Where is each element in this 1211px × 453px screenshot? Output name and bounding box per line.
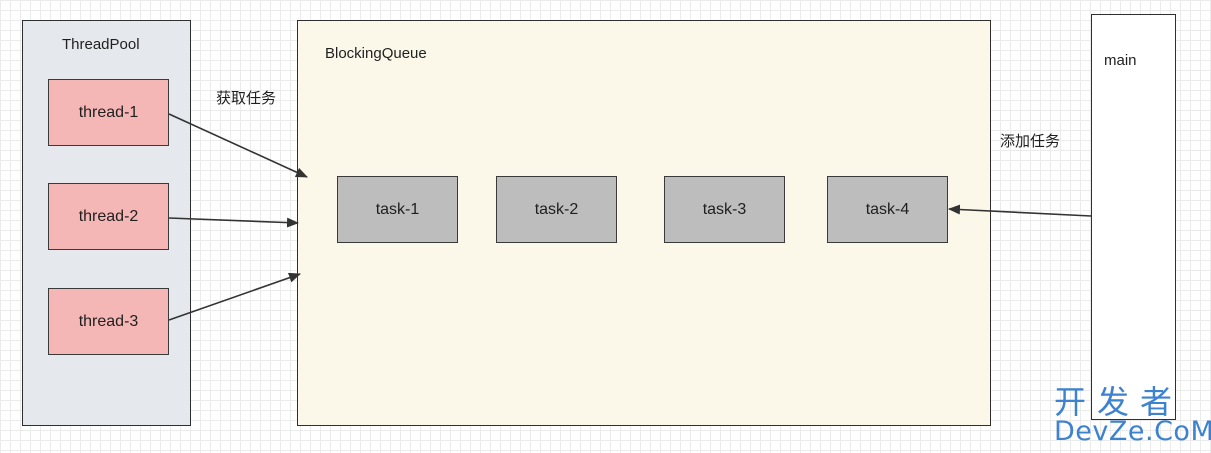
watermark-cn-text: 开发者 (1054, 383, 1184, 421)
task-3-label: task-3 (702, 200, 747, 218)
task-2-box: task-2 (496, 176, 617, 243)
main-box (1091, 14, 1176, 420)
thread-3-box: thread-3 (48, 288, 169, 355)
thread-pool-title: ThreadPool (62, 36, 140, 53)
blocking-queue-title: BlockingQueue (325, 45, 427, 62)
task-1-label: task-1 (375, 200, 420, 218)
task-4-box: task-4 (827, 176, 948, 243)
fetch-task-label: 获取任务 (216, 90, 277, 107)
site-watermark: 开发者 DevZe.CoM (1052, 383, 1211, 447)
task-1-box: task-1 (337, 176, 458, 243)
task-4-label: task-4 (865, 200, 910, 218)
add-task-label: 添加任务 (1000, 133, 1061, 150)
thread-2-label: thread-2 (78, 207, 139, 225)
watermark-en-text: DevZe.CoM (1054, 416, 1211, 447)
thread-2-box: thread-2 (48, 183, 169, 250)
task-3-box: task-3 (664, 176, 785, 243)
main-label: main (1104, 52, 1137, 69)
thread-1-box: thread-1 (48, 79, 169, 146)
task-2-label: task-2 (534, 200, 579, 218)
thread-1-label: thread-1 (78, 103, 139, 121)
thread-3-label: thread-3 (78, 312, 139, 330)
